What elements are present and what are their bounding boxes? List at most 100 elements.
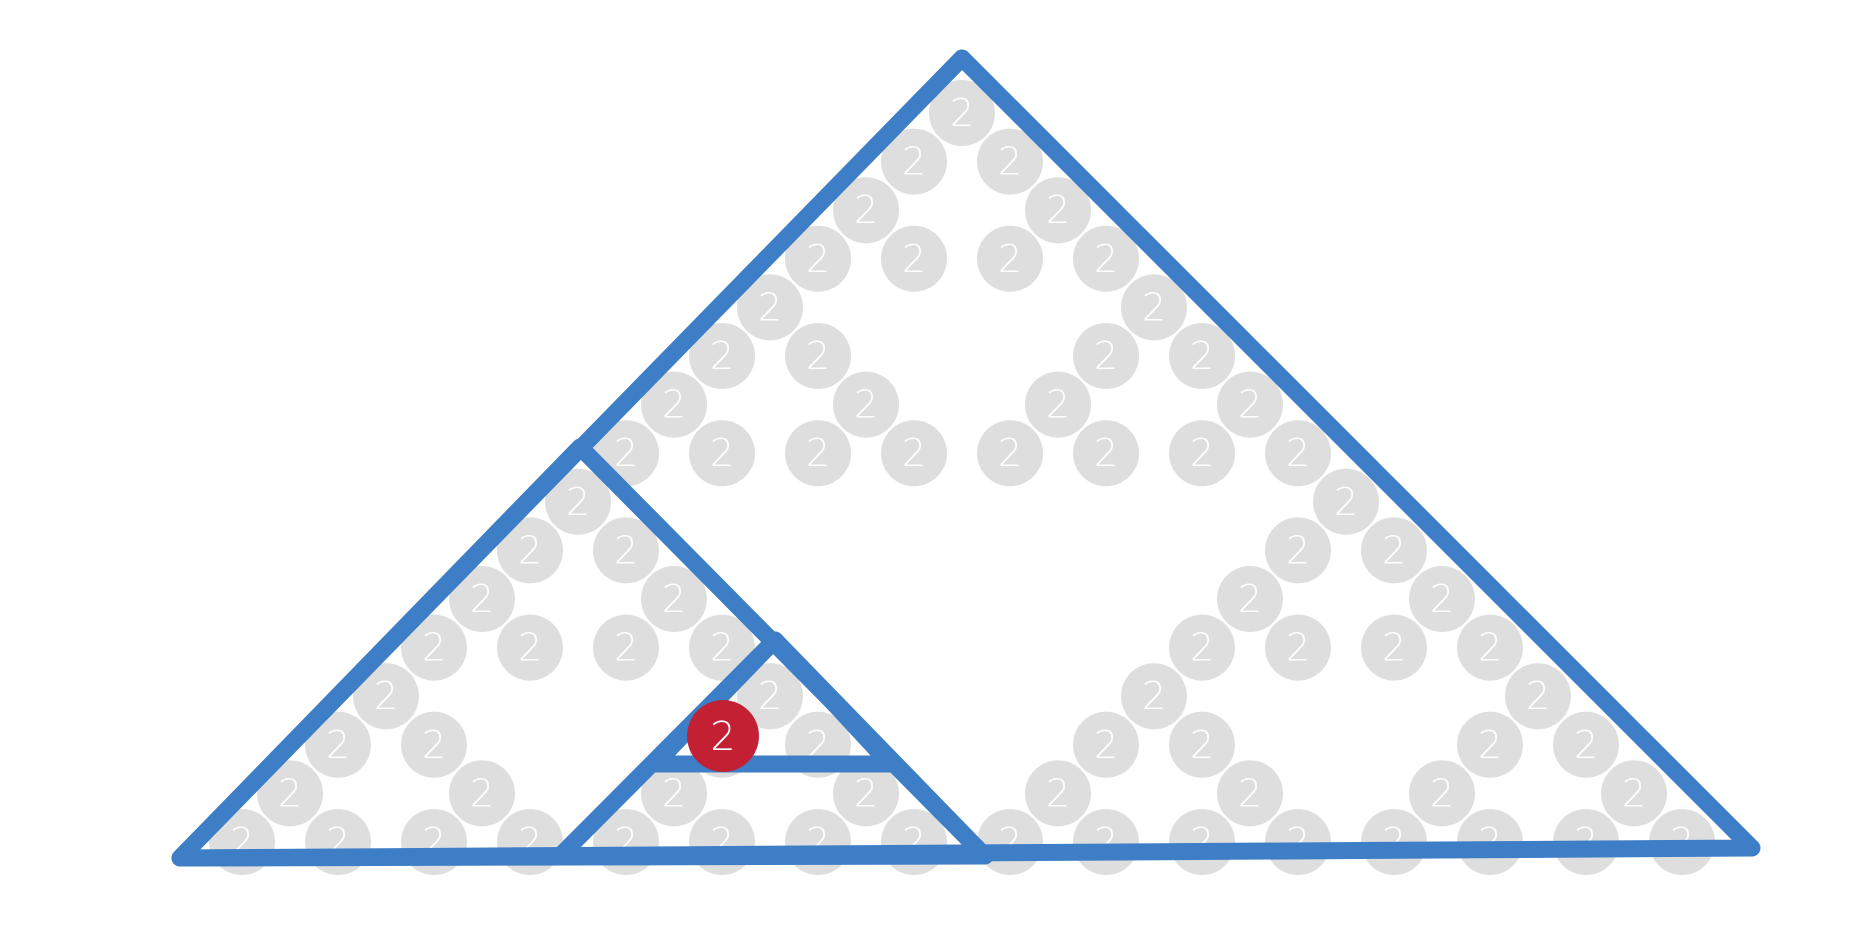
- coin-label: 2: [1190, 626, 1214, 670]
- coin: 2: [1217, 371, 1283, 438]
- coin: 2: [593, 614, 659, 681]
- coin-label: 2: [422, 626, 446, 670]
- coin-label: 2: [806, 334, 830, 378]
- coin: 2: [929, 80, 995, 146]
- coin-label: 2: [998, 431, 1022, 475]
- coin: 2: [545, 468, 611, 535]
- coin: 2: [881, 420, 947, 487]
- coin-label: 2: [758, 285, 782, 329]
- coin: 2: [257, 760, 323, 827]
- coin: 2: [1409, 566, 1475, 632]
- coin-label: 2: [278, 771, 302, 815]
- coin-label: 2: [1094, 723, 1118, 767]
- coin-label: 2: [902, 431, 926, 475]
- coin: 2: [1361, 614, 1427, 681]
- coin: 2: [977, 128, 1043, 195]
- coin-label: 2: [1094, 431, 1118, 475]
- coin: 2: [1073, 420, 1139, 487]
- coin-label: 2: [1286, 626, 1310, 670]
- coin-label: 2: [1334, 480, 1358, 524]
- coin-label: 2: [566, 480, 590, 524]
- coin: 2: [833, 760, 899, 827]
- coin: 2: [353, 663, 419, 730]
- coin: 2: [449, 566, 515, 632]
- coin: 2: [1265, 614, 1331, 681]
- coin-label: 2: [758, 674, 782, 718]
- coin: 2: [1169, 614, 1235, 681]
- coin-label: 2: [1526, 674, 1550, 718]
- coin: 2: [305, 711, 371, 778]
- coin-label: 2: [902, 237, 926, 281]
- coin: 2: [1025, 371, 1091, 438]
- coin: 2: [1073, 323, 1139, 389]
- coin: 2: [1361, 517, 1427, 584]
- highlighted-coin: 2: [687, 700, 759, 772]
- coin: 2: [833, 177, 899, 244]
- coin-label: 2: [806, 237, 830, 281]
- coin-label: 2: [1238, 383, 1262, 427]
- coin: 2: [593, 517, 659, 584]
- coin-label: 2: [1382, 626, 1406, 670]
- coin: 2: [1169, 420, 1235, 487]
- coin: 2: [785, 420, 851, 487]
- coin: 2: [1025, 760, 1091, 827]
- coin-label: 2: [470, 577, 494, 621]
- coin: 2: [689, 420, 755, 487]
- coin-label: 2: [902, 140, 926, 184]
- coin: 2: [785, 225, 851, 292]
- coin: 2: [1409, 760, 1475, 827]
- coin-label: 2: [614, 431, 638, 475]
- coin-label: 2: [854, 771, 878, 815]
- coin: 2: [1025, 177, 1091, 244]
- coin-label: 2: [1430, 577, 1454, 621]
- coin: 2: [1313, 468, 1379, 535]
- coin-label: 2: [1238, 577, 1262, 621]
- coin-label: 2: [326, 723, 350, 767]
- coin-label: 2: [1190, 723, 1214, 767]
- coin-label: 2: [662, 577, 686, 621]
- coin-label: 2: [662, 383, 686, 427]
- coin-label: 2: [1190, 431, 1214, 475]
- coin: 2: [401, 711, 467, 778]
- coin-label: 2: [662, 771, 686, 815]
- triangle-outlines: [171, 49, 1761, 867]
- coin-label: 2: [806, 431, 830, 475]
- highlight-coin-circle: [687, 700, 759, 772]
- coin: 2: [833, 371, 899, 438]
- coin-label: 2: [1238, 771, 1262, 815]
- coin: 2: [977, 809, 1043, 875]
- coin: 2: [737, 274, 803, 341]
- coin: 2: [737, 663, 803, 730]
- coin: 2: [641, 760, 707, 827]
- coin-label: 2: [518, 528, 542, 572]
- coin: 2: [641, 566, 707, 632]
- coin: 2: [497, 614, 563, 681]
- coin: 2: [689, 323, 755, 389]
- coin-label: 2: [1142, 285, 1166, 329]
- coin-label: 2: [710, 626, 734, 670]
- coin: 2: [1073, 711, 1139, 778]
- coin-label: 2: [374, 674, 398, 718]
- coin-label: 2: [614, 626, 638, 670]
- coin-label: 2: [998, 237, 1022, 281]
- coin: 2: [689, 614, 755, 681]
- coin: 2: [1217, 566, 1283, 632]
- coin-label: 2: [1574, 723, 1598, 767]
- coin-label: 2: [854, 383, 878, 427]
- coin: 2: [1217, 760, 1283, 827]
- coin-label: 2: [1286, 528, 1310, 572]
- coin-label: 2: [1046, 383, 1070, 427]
- coin-label: 2: [1478, 723, 1502, 767]
- coin: 2: [1169, 323, 1235, 389]
- coin: 2: [1073, 809, 1139, 875]
- coin: 2: [641, 371, 707, 438]
- coin: 2: [449, 760, 515, 827]
- coin: 2: [1073, 225, 1139, 292]
- coin-label: 2: [998, 140, 1022, 184]
- coin-label: 2: [854, 188, 878, 232]
- coin: 2: [785, 323, 851, 389]
- coin-label: 2: [710, 431, 734, 475]
- coin-label: 2: [470, 771, 494, 815]
